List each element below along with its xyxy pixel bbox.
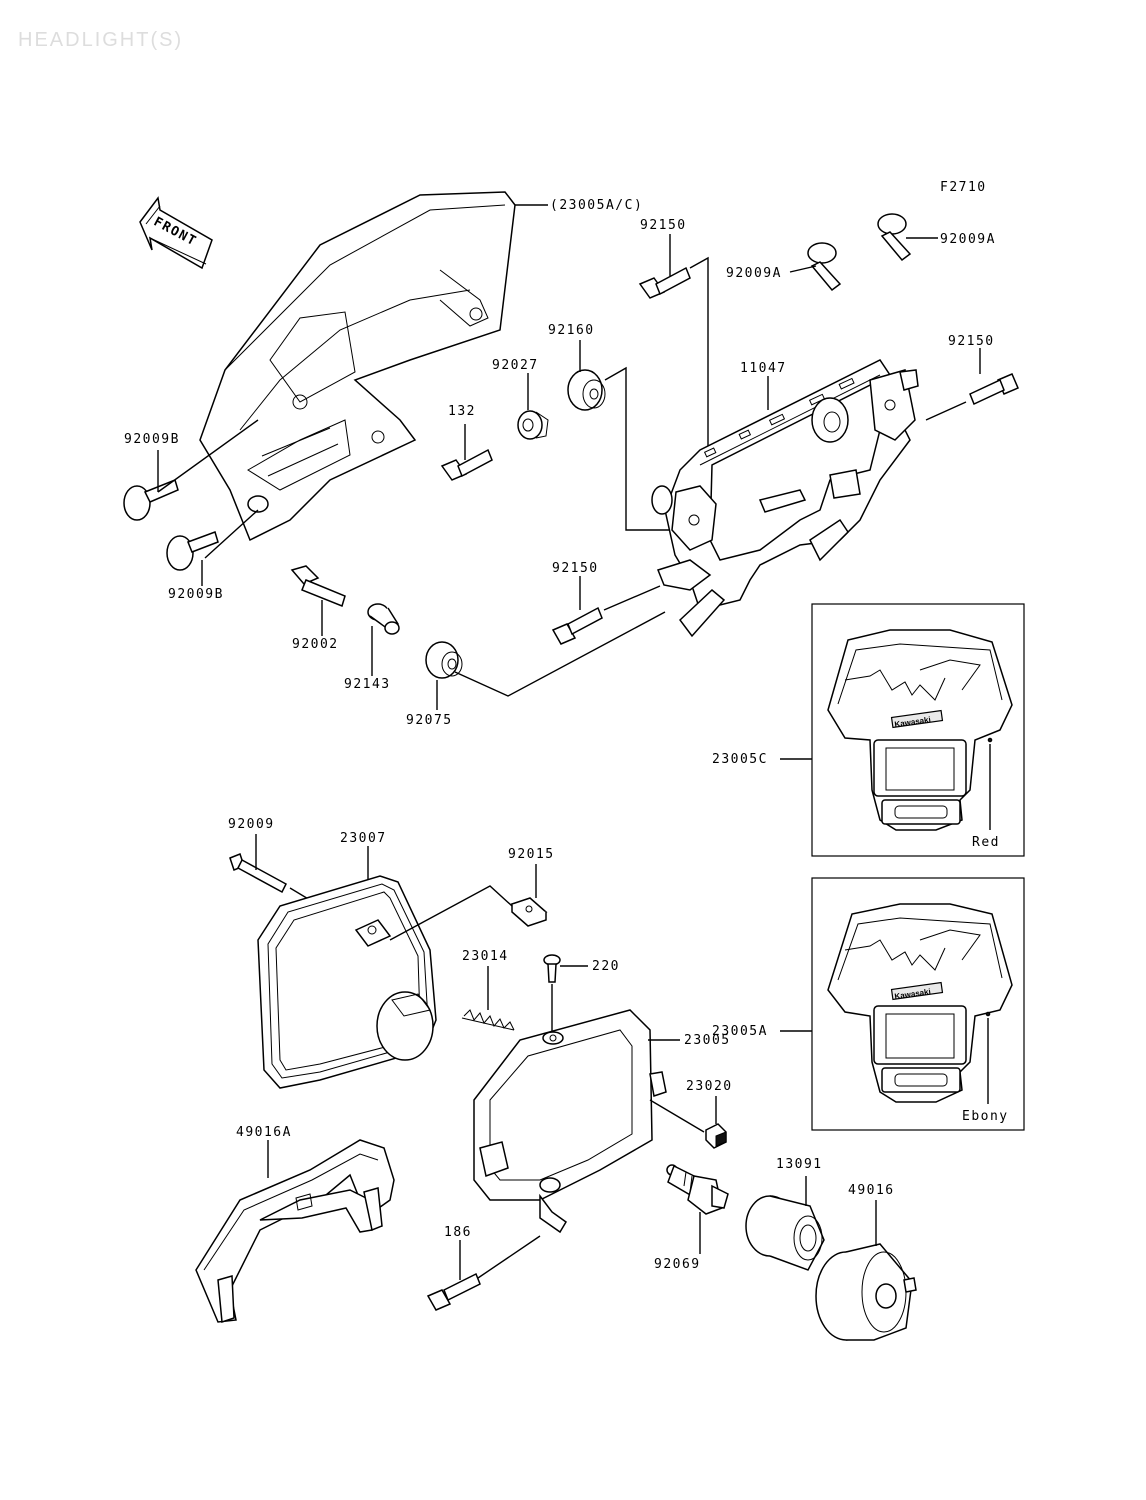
variant-box-ebony: [811, 877, 1025, 1131]
grommet-92160-icon: [567, 369, 606, 411]
nut-23020-icon: [705, 1123, 727, 1149]
variant-box-red: [811, 603, 1025, 857]
screw-92009a-right-icon: [877, 213, 912, 262]
part-label-92150-mid: 92150: [552, 561, 599, 576]
headlight-cover-part: [199, 191, 516, 542]
part-label-23007: 23007: [340, 831, 387, 846]
part-label-92150-right: 92150: [948, 334, 995, 349]
bolt-92150-right-icon: [969, 373, 1019, 406]
part-label-23020: 23020: [686, 1079, 733, 1094]
screw-220-icon: [543, 954, 561, 983]
part-label-23005a: 23005A: [712, 1024, 768, 1039]
grommet-92075-icon: [425, 641, 463, 679]
part-label-92075: 92075: [406, 713, 453, 728]
part-label-92027: 92027: [492, 358, 539, 373]
part-label-220: 220: [592, 959, 620, 974]
screw-92009b-lower-icon: [166, 531, 219, 571]
variant-label-ebony: Ebony: [962, 1109, 1009, 1124]
part-label-92002: 92002: [292, 637, 339, 652]
headlight-cover-red-icon: Kawasaki: [827, 629, 1013, 831]
screw-92009a-middle-icon: [807, 242, 842, 292]
part-label-49016: 49016: [848, 1183, 895, 1198]
screw-92009b-upper-icon: [123, 478, 179, 521]
boot-49016a-part: [195, 1139, 395, 1324]
part-label-92009: 92009: [228, 817, 275, 832]
part-label-23005: 23005: [684, 1033, 731, 1048]
bulb-92069-icon: [666, 1164, 729, 1215]
variant-label-red: Red: [972, 835, 1000, 850]
headlight-cover-ebony-icon: Kawasaki: [827, 903, 1013, 1103]
page-title: HEADLIGHT(S): [18, 29, 183, 51]
part-label-23005c: 23005C: [712, 752, 768, 767]
front-arrow-icon: FRONT: [139, 196, 213, 270]
bolt-92150-top-icon: [638, 266, 691, 299]
part-label-92160: 92160: [548, 323, 595, 338]
collar-92143-icon: [367, 603, 400, 635]
collar-92027-icon: [517, 410, 549, 440]
part-label-23005ac: (23005A/C): [550, 198, 643, 213]
part-label-13091: 13091: [776, 1157, 823, 1172]
part-label-11047: 11047: [740, 361, 787, 376]
bolt-186-icon: [426, 1272, 481, 1311]
part-label-92069: 92069: [654, 1257, 701, 1272]
screw-92009-icon: [229, 853, 287, 894]
bolt-92150-mid-icon: [551, 606, 603, 645]
spring-23014-icon: [461, 1009, 515, 1031]
bracket-11047-part: [651, 359, 919, 638]
part-label-92015: 92015: [508, 847, 555, 862]
part-label-92009b-upper: 92009B: [124, 432, 180, 447]
socket-13091-icon: [745, 1195, 825, 1271]
bolt-92002-icon: [290, 565, 346, 608]
part-label-92009a-middle: 92009A: [726, 266, 782, 281]
headlight-unit-23007-part: [257, 875, 437, 1089]
figure-code: F2710: [940, 180, 987, 195]
part-label-23014: 23014: [462, 949, 509, 964]
part-label-186: 186: [444, 1225, 472, 1240]
part-label-92009b-lower: 92009B: [168, 587, 224, 602]
bolt-132-icon: [440, 448, 493, 481]
part-label-92009a-right: 92009A: [940, 232, 996, 247]
dust-cap-49016-icon: [815, 1243, 917, 1341]
part-label-49016a: 49016A: [236, 1125, 292, 1140]
part-label-92143: 92143: [344, 677, 391, 692]
clip-92015-icon: [510, 897, 548, 927]
headlight-housing-23005-part: [473, 1009, 667, 1234]
part-label-132: 132: [448, 404, 476, 419]
part-label-92150-top: 92150: [640, 218, 687, 233]
